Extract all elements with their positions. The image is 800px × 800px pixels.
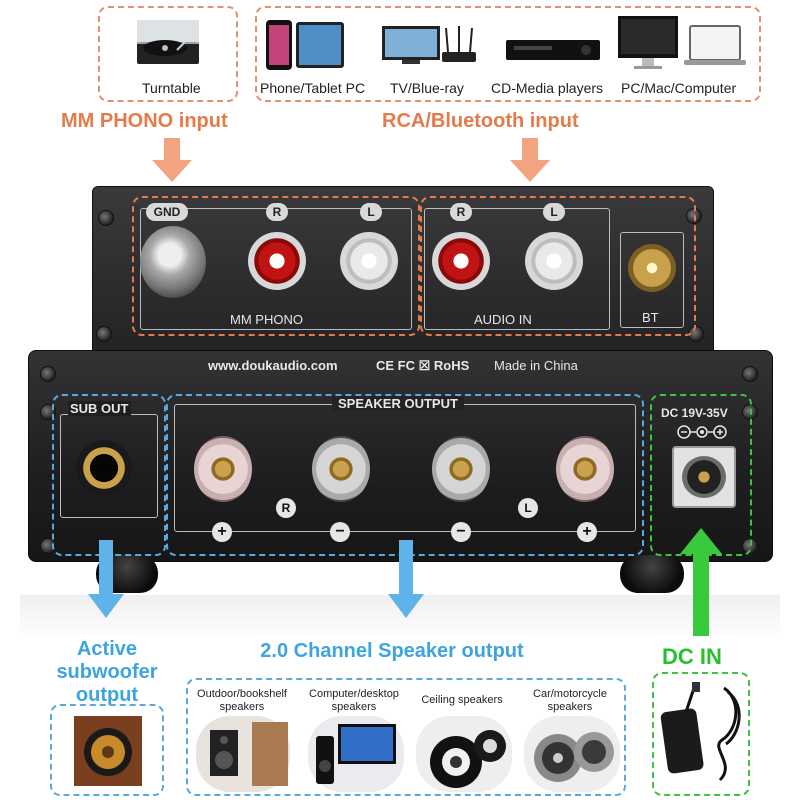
pc-label: PC/Mac/Computer [621,80,737,96]
phone-tablet-label: Phone/Tablet PC [260,80,366,96]
speaker-output-title: 2.0 Channel Speaker output [260,640,524,662]
speaker-output-label: SPEAKER OUTPUT [332,396,464,411]
rca-input-arrow [510,138,550,182]
bt-label: BT [642,310,659,325]
dc-polarity-icon [677,425,727,439]
made-in-label: Made in China [494,358,578,373]
turntable-icon [133,18,203,70]
power-adapter-box [652,672,750,796]
speaker-out-arrow [388,540,424,618]
mm-phono-r-jack[interactable] [248,232,306,290]
speaker-r-positive-post[interactable] [194,436,252,502]
speaker-type-label: Ceiling speakers [421,694,503,706]
sub-out-arrow [88,540,124,618]
sub-out-label: SUB OUT [68,401,131,416]
mm-r-label: R [266,203,288,221]
sub-out-jack[interactable] [76,440,132,496]
cd-label: CD-Media players [491,80,604,96]
screw-icon [98,210,114,226]
mm-phono-label: MM PHONO [230,312,303,327]
speaker-type-label: Outdoor/bookshelf speakers [197,688,287,713]
bookshelf-speaker-icon [196,716,290,792]
rca-bluetooth-input-title: RCA/Bluetooth input [382,110,579,132]
aux-r-label: R [450,203,472,221]
cd-player-icon [504,36,604,64]
power-adapter-icon [658,680,744,788]
speaker-l-negative-post[interactable] [432,436,490,502]
speaker-type-label: Car/motorcycle speakers [533,688,607,713]
subwoofer-box [50,704,164,796]
subwoofer-icon [70,714,146,790]
tv-label: TV/Blue-ray [390,80,464,96]
speaker-r-negative-post[interactable] [312,436,370,502]
aux-l-label: L [543,203,565,221]
gnd-label: GND [146,203,188,221]
turntable-label: Turntable [142,80,201,96]
desktop-speaker-icon [308,716,404,792]
screw-icon [40,366,56,382]
r-minus-marker: − [330,522,350,542]
pc-monitor-icon [614,14,754,72]
dc-in-title: DC IN [662,644,722,669]
bt-frame [620,232,684,328]
r-plus-marker: + [212,522,232,542]
audio-bt-zone [420,196,696,336]
l-plus-marker: + [577,522,597,542]
speaker-types-box [186,678,626,796]
dc-in-jack[interactable] [672,446,736,508]
mm-phono-input-title: MM PHONO input [61,110,228,132]
turntable-box [98,6,238,102]
l-minus-marker: − [451,522,471,542]
screw-icon [742,366,758,382]
speaker-r-label: R [276,498,296,518]
bt-antenna-connector[interactable] [628,244,676,292]
audio-in-l-jack[interactable] [525,232,583,290]
mm-phono-arrow [152,138,192,182]
audio-in-label: AUDIO IN [474,312,532,327]
speaker-type-label: Computer/desktop speakers [309,688,399,713]
audio-in-r-jack[interactable] [432,232,490,290]
dc-in-arrow [680,528,722,636]
rca-devices-box [255,6,761,102]
mm-phono-zone [132,196,420,336]
phone-tablet-icon [262,18,348,74]
active-subwoofer-title: Active subwoofer output [56,638,158,706]
car-speaker-icon [524,716,620,792]
speaker-l-positive-post[interactable] [556,436,614,502]
speaker-l-label: L [518,498,538,518]
dc-in-jack-socket [682,456,726,498]
amp-foot-right [620,555,684,593]
certification-marks: CE FC ☒ RoHS [376,358,470,373]
audio-in-frame [424,208,610,330]
gnd-terminal[interactable] [140,226,206,298]
mm-l-label: L [360,203,382,221]
tv-router-icon [380,22,480,70]
mm-phono-l-jack[interactable] [340,232,398,290]
dc-rating-label: DC 19V-35V [661,406,728,420]
website-label: www.doukaudio.com [208,358,338,373]
screw-icon [96,326,112,342]
ceiling-speaker-icon [416,716,512,792]
